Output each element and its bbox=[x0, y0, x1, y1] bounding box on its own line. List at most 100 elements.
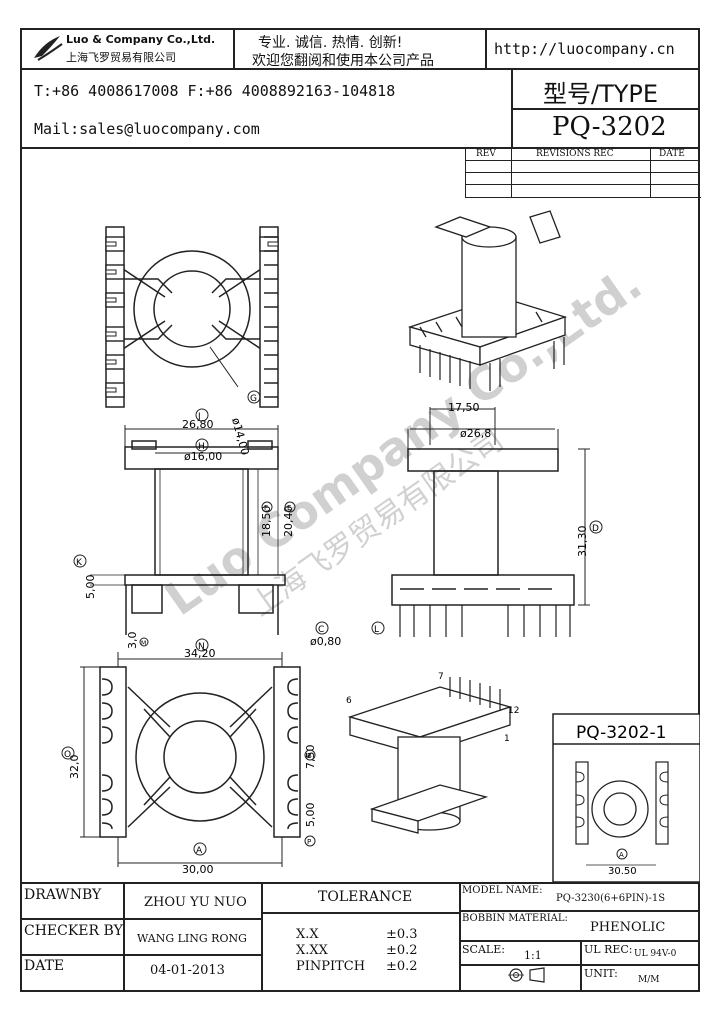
bottom-view bbox=[80, 652, 301, 867]
dim-30-00: 30,00 bbox=[182, 863, 214, 876]
revisions-rec-header: REVISIONS REC bbox=[536, 149, 614, 159]
model-name-label: MODEL NAME: bbox=[462, 885, 543, 896]
callout-k: K bbox=[76, 558, 83, 568]
divider bbox=[485, 28, 487, 69]
dim-5-00b: 5,00 bbox=[304, 803, 317, 828]
bobbin-material-value: PHENOLIC bbox=[590, 920, 666, 935]
dim-0-80: ø0,80 bbox=[310, 635, 341, 648]
divider bbox=[20, 147, 700, 149]
divider bbox=[459, 882, 461, 992]
revision-date-header: DATE bbox=[659, 149, 685, 159]
dim-18-50: 18,50 bbox=[260, 506, 273, 538]
date-value: 04-01-2013 bbox=[150, 963, 225, 978]
dim-16: ø16,00 bbox=[184, 450, 222, 463]
divider bbox=[580, 940, 582, 992]
drawing-frame bbox=[20, 28, 700, 992]
divider bbox=[261, 882, 263, 992]
front-view bbox=[391, 407, 590, 637]
drawnby-label: DRAWNBY bbox=[24, 887, 102, 903]
callout-o: O bbox=[64, 750, 71, 760]
pin-label-6: 6 bbox=[346, 696, 352, 706]
divider bbox=[233, 28, 235, 69]
callout-a: A bbox=[196, 846, 203, 856]
side-view bbox=[124, 425, 286, 635]
scale-label: SCALE: bbox=[462, 943, 505, 956]
divider bbox=[123, 882, 125, 992]
callout-f: F bbox=[264, 504, 268, 512]
callout-b: B bbox=[307, 752, 312, 760]
variant-model: PQ-3202-1 bbox=[576, 723, 666, 743]
header-divider bbox=[20, 68, 700, 70]
dim-17-50: 17,50 bbox=[448, 401, 480, 414]
divider bbox=[465, 184, 700, 185]
pin-label-1: 1 bbox=[504, 734, 510, 744]
website-link[interactable]: http://luocompany.cn bbox=[494, 40, 675, 58]
dim-30-50: 30.50 bbox=[608, 866, 637, 877]
callout-j: J bbox=[197, 412, 201, 422]
drawnby-value: ZHOU YU NUO bbox=[144, 895, 247, 910]
slogan-line1: 专业. 诚信. 热情. 创新! bbox=[258, 35, 403, 51]
tolerance-pinpitch-value: ±0.2 bbox=[386, 959, 418, 974]
dim-5-00a: 5,00 bbox=[84, 575, 97, 600]
divider bbox=[459, 964, 700, 966]
callout-c: C bbox=[318, 625, 324, 635]
divider bbox=[465, 160, 700, 161]
tolerance-x: X.X bbox=[296, 927, 319, 942]
technical-drawing: Luo Company Co.,Ltd. 上海飞罗贸易有限公司 ø14,00 G bbox=[61, 210, 700, 882]
slogan-line2: 欢迎您翻阅和使用本公司产品 bbox=[252, 53, 434, 69]
divider bbox=[465, 172, 700, 173]
checker-label: CHECKER BY bbox=[24, 923, 123, 939]
dim-32-0: 32,0 bbox=[68, 755, 81, 780]
callout-e: E bbox=[287, 504, 291, 512]
tolerance-xx: X.XX bbox=[296, 943, 328, 958]
callout-h: H bbox=[198, 442, 205, 452]
type-label: 型号/TYPE bbox=[543, 80, 659, 108]
model-number: PQ-3202 bbox=[552, 112, 667, 142]
ul-rec-value: UL 94V-0 bbox=[634, 949, 677, 959]
checker-value: WANG LING RONG bbox=[137, 932, 247, 945]
tolerance-x-value: ±0.3 bbox=[386, 927, 418, 942]
callout-n: N bbox=[198, 642, 205, 652]
divider bbox=[20, 882, 700, 884]
unit-value: M/M bbox=[638, 975, 660, 985]
divider bbox=[650, 147, 651, 197]
dim-26-8: ø26,8 bbox=[460, 427, 491, 440]
projection-symbol-icon bbox=[508, 967, 545, 983]
divider bbox=[511, 108, 700, 110]
model-name-value: PQ-3230(6+6PIN)-1S bbox=[556, 893, 666, 904]
dim-26-80: 26,80 bbox=[182, 418, 214, 431]
rev-header: REV bbox=[476, 149, 496, 159]
phone-fax-line: T:+86 4008617008 F:+86 4008892163-104818 bbox=[34, 82, 396, 100]
dim-d14: ø14,00 bbox=[229, 416, 251, 456]
tolerance-pinpitch: PINPITCH bbox=[296, 959, 366, 974]
company-name-cn: 上海飞罗贸易有限公司 bbox=[66, 51, 176, 64]
isometric-view-top bbox=[407, 210, 568, 391]
callout-g: G bbox=[250, 394, 257, 404]
dim-31-30: 31,30 bbox=[576, 526, 589, 558]
divider bbox=[20, 918, 261, 920]
unit-label: UNIT: bbox=[584, 967, 618, 980]
divider bbox=[459, 910, 700, 912]
email-line[interactable]: Mail:sales@luocompany.com bbox=[34, 120, 260, 138]
variant-callout-a: A bbox=[619, 851, 624, 859]
divider bbox=[20, 954, 261, 956]
tolerance-xx-value: ±0.2 bbox=[386, 943, 418, 958]
divider bbox=[511, 147, 512, 197]
company-name-en: Luo & Company Co.,Ltd. bbox=[66, 33, 216, 46]
company-logo-icon bbox=[34, 36, 63, 61]
ul-rec-label: UL REC: bbox=[584, 943, 633, 956]
dim-34-20: 34,20 bbox=[184, 647, 216, 660]
callout-p: P bbox=[307, 838, 311, 846]
callout-l: L bbox=[374, 625, 379, 635]
bobbin-material-label: BOBBIN MATERIAL: bbox=[462, 913, 568, 924]
tolerance-label: TOLERANCE bbox=[318, 889, 413, 905]
divider bbox=[261, 912, 459, 914]
pin-label-7: 7 bbox=[438, 672, 444, 682]
scale-value: 1:1 bbox=[524, 949, 542, 962]
divider bbox=[459, 940, 700, 942]
pin-label-12: 12 bbox=[508, 706, 519, 716]
variant-box bbox=[552, 713, 700, 882]
callout-m: M bbox=[141, 640, 146, 647]
dim-3-0: 3,0 bbox=[126, 632, 139, 650]
date-label: DATE bbox=[24, 958, 65, 974]
